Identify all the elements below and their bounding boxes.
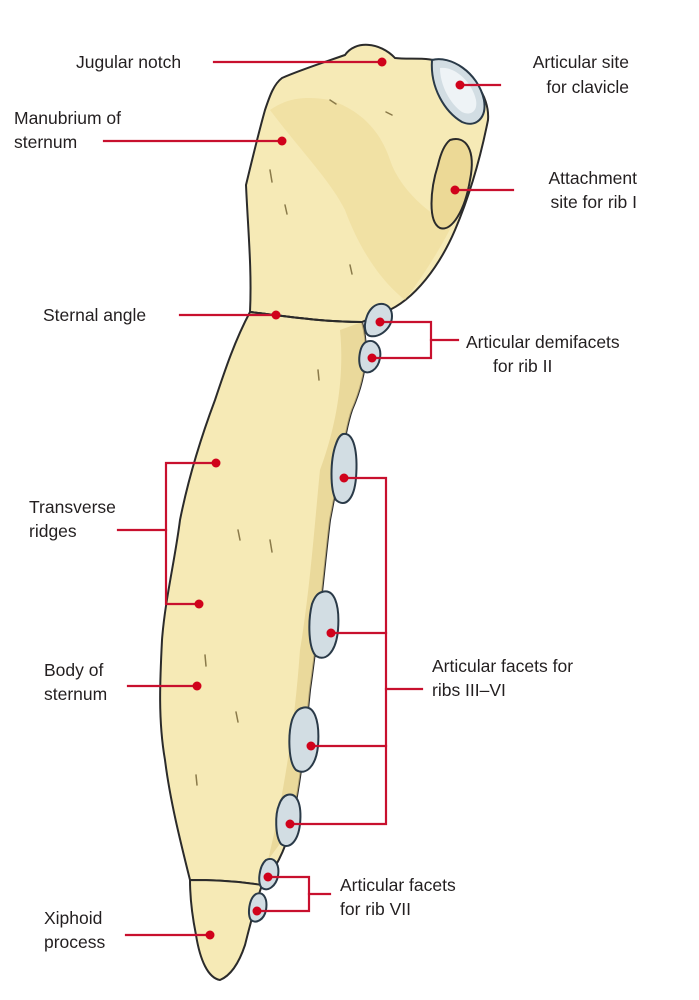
label-rib2-line1: Articular demifacets [466, 332, 620, 352]
label-rib2-line2: for rib II [493, 356, 552, 376]
surface-marks [195, 99, 393, 786]
label-manubrium-line1: Manubrium of [14, 108, 121, 128]
label-clavicle-line2: for clavicle [546, 77, 629, 97]
label-rib1-line2: site for rib I [550, 192, 637, 212]
label-manubrium-line2: sternum [14, 132, 77, 152]
label-transverse-ridges-line1: Transverse [29, 497, 116, 517]
label-body-line2: sternum [44, 684, 107, 704]
label-jugular-notch: Jugular notch [76, 52, 181, 72]
clavicle-facet-highlight [440, 67, 477, 114]
manubrium-shading [270, 98, 452, 300]
label-transverse-ridges-line2: ridges [29, 521, 77, 541]
label-rib3-6-line1: Articular facets for [432, 656, 573, 676]
label-sternal-angle: Sternal angle [43, 305, 146, 325]
leader-lines [102, 57, 515, 940]
label-rib3-6-line2: ribs III–VI [432, 680, 506, 700]
sternum-illustration [159, 43, 490, 982]
rib4-facet [308, 590, 340, 659]
label-clavicle-line1: Articular site [533, 52, 629, 72]
sternal-angle-line [249, 311, 363, 323]
xiphoid-shape [188, 878, 264, 982]
label-rib1-line1: Attachment [548, 168, 637, 188]
rib1-attachment [430, 138, 473, 230]
rib3-facet [330, 432, 358, 505]
labels: Jugular notch Manubrium of sternum Stern… [14, 52, 637, 952]
label-xiphoid-line2: process [44, 932, 106, 952]
label-xiphoid-line1: Xiphoid [44, 908, 102, 928]
rib5-facet [288, 706, 320, 773]
label-body-line1: Body of [44, 660, 103, 680]
label-rib7-line1: Articular facets [340, 875, 456, 895]
label-rib7-line2: for rib VII [340, 899, 411, 919]
